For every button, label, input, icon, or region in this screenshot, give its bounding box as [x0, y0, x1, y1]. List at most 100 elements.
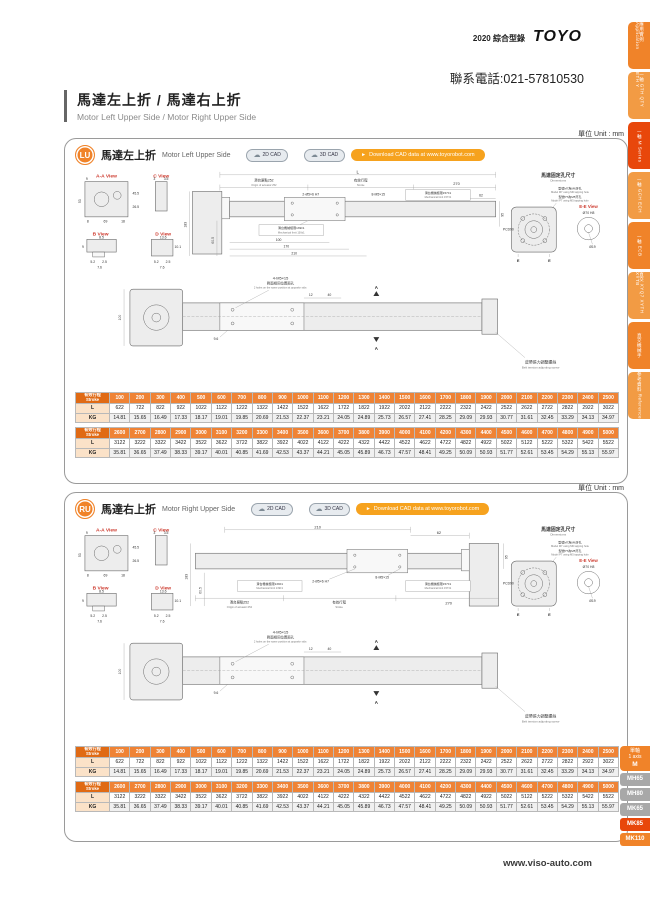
stroke-cell: 900 — [271, 392, 294, 404]
download-cad-button[interactable]: ►Download CAD data at www.toyorobot.com — [355, 503, 490, 515]
side-tab-label: 應用實例 Application — [635, 22, 645, 50]
stroke-cell: 24.89 — [353, 412, 375, 423]
model-item-mk85[interactable]: MK85 — [620, 817, 650, 831]
dim-label: 滑台原點252 — [230, 600, 249, 605]
stroke-cell: 45.89 — [353, 801, 375, 812]
stroke-cell: 50.93 — [475, 447, 497, 458]
stroke-cell: 1800 — [455, 392, 477, 404]
dim-label: Mechanical limit 139±1 — [256, 586, 283, 590]
stroke-cell: 1900 — [475, 746, 497, 758]
model-item-mk110[interactable]: MK110 — [620, 832, 650, 846]
stroke-cell: 500 — [190, 392, 212, 404]
cad-3d-button[interactable]: ☁3D CAD — [308, 502, 350, 516]
stroke-row-label: L — [75, 792, 110, 803]
stroke-cell: 15.65 — [129, 412, 151, 423]
stroke-cell: 400 — [170, 392, 192, 404]
panel-ru-header: RU 馬達右上折 Motor Right Upper Side ☁2D CAD … — [75, 498, 617, 520]
cloud-icon: ☁ — [315, 506, 323, 513]
stroke-cell: 5022 — [495, 792, 518, 803]
stroke-cell: 49.25 — [434, 801, 457, 812]
stroke-cell: 1000 — [292, 746, 314, 758]
side-tab-m-series[interactable]: 一軸 M Series — [628, 122, 650, 169]
dim-label: Mechanical limit 157±1 — [425, 195, 452, 199]
motor-flange — [510, 560, 557, 607]
motor-front — [129, 642, 184, 701]
side-tab-label: 一軸 GTH QTY ETH Y — [635, 72, 645, 108]
stroke-row-label: KG — [75, 766, 110, 777]
dim-label: 18 — [121, 574, 125, 578]
dim-label: Origin of actuator:252 — [227, 605, 253, 609]
panel-motor-left-upper: LU 馬達左上折 Motor Left Upper Side ☁2D CAD ☁… — [64, 138, 628, 484]
stroke-cell: 40.85 — [231, 447, 253, 458]
stroke-cell: 36.65 — [129, 801, 151, 812]
dim-label: E — [517, 258, 520, 263]
side-tab-gth-series[interactable]: 一軸 GTH QTY ETH Y — [628, 72, 650, 119]
brand-row: 2020 綜合型錄 TOYO — [473, 28, 582, 46]
stroke-cell: 46.73 — [373, 801, 396, 812]
stroke-cell: 300 — [149, 392, 172, 404]
ru-technical-drawing: A-A View 53 9 8 69 18 45.5 26.5 C View 3… — [78, 524, 601, 723]
stroke-cell: 4722 — [434, 792, 457, 803]
stroke-cell: 42.53 — [271, 447, 294, 458]
dim-label: Dimensions — [550, 179, 566, 183]
cad-3d-button[interactable]: ☁3D CAD — [303, 148, 346, 162]
cad-2d-button[interactable]: ☁2D CAD — [251, 502, 293, 516]
dim-label: 53 — [78, 553, 82, 557]
stroke-cell: 3600 — [312, 427, 334, 439]
stroke-cell: 2600 — [108, 781, 131, 793]
side-tab-reference[interactable]: 參考資料 Reference — [628, 372, 650, 419]
stroke-cell: 3000 — [190, 427, 212, 439]
side-tab-application[interactable]: 應用實例 Application — [628, 22, 650, 69]
download-cad-button[interactable]: ►Download CAD data at www.toyorobot.com — [351, 149, 485, 161]
stroke-cell: 44.21 — [312, 447, 334, 458]
side-tab-gch-ech[interactable]: 一軸 GCH ECH — [628, 172, 650, 219]
stroke-cell: 4522 — [394, 438, 416, 449]
brand-logo: TOYO — [532, 28, 582, 45]
side-tab-xy-series[interactable]: 直交 XYQ7 XYTH XYTB — [628, 272, 650, 319]
stroke-cell: 35.81 — [108, 447, 131, 458]
dim-label: 270 — [445, 601, 452, 606]
dim-label: 9 — [82, 599, 84, 603]
stroke-cell: 3322 — [149, 438, 172, 449]
dim-label: 4-M5×15 — [273, 275, 289, 280]
stroke-cell: 200 — [129, 746, 151, 758]
stroke-cell: 5322 — [556, 792, 579, 803]
motor-mount-dimensions: 馬達固定孔尺寸 Dimensions 型號M7為M6牙孔 Model M7 us… — [503, 526, 590, 617]
stroke-cell: 4722 — [434, 438, 457, 449]
model-item-mh80[interactable]: MH80 — [620, 787, 650, 801]
stroke-cell: 20.69 — [251, 766, 273, 777]
stroke-cell: 33.29 — [556, 412, 579, 423]
side-tab-cartesian-robot[interactable]: 直交機械手 — [628, 322, 650, 369]
website-url: www.viso-auto.com — [503, 858, 592, 869]
stroke-cell: 37.49 — [149, 801, 172, 812]
dim-label: 3 — [153, 177, 155, 181]
model-item-mk65[interactable]: MK65 — [620, 802, 650, 816]
stroke-cell: 2600 — [108, 427, 131, 439]
model-nav-header: 單軸 1 axis M — [620, 746, 650, 771]
stroke-cell: 5122 — [516, 792, 538, 803]
stroke-cell: 4622 — [414, 792, 436, 803]
stroke-cell: 42.53 — [271, 801, 294, 812]
stroke-cell: 22.37 — [292, 766, 314, 777]
dim-label: 馬達固定孔尺寸 — [541, 526, 575, 533]
stroke-cell: 2222 — [434, 403, 457, 414]
cad-2d-button[interactable]: ☁2D CAD — [246, 148, 288, 162]
stroke-cell: 2100 — [516, 746, 538, 758]
stroke-cell: 1100 — [312, 746, 334, 758]
stroke-cell: 47.57 — [394, 801, 416, 812]
stroke-cell: 1422 — [271, 757, 294, 768]
end-block — [481, 298, 498, 335]
side-tab-ecb[interactable]: 一軸 ECB — [628, 222, 650, 269]
model-item-mh65[interactable]: MH65 — [620, 772, 650, 786]
stroke-cell: 4022 — [292, 792, 314, 803]
stroke-cell: 18.17 — [190, 412, 212, 423]
ee-view: E-E View Ø70 H8 Ø19 — [577, 204, 601, 249]
dim-label: Model M7 using M6 tapping hole — [551, 190, 589, 194]
stroke-cell: 4600 — [516, 427, 538, 439]
stroke-cell: 1900 — [475, 392, 497, 404]
stroke-cell: 41.69 — [251, 801, 273, 812]
panel-motor-right-upper: RU 馬達右上折 Motor Right Upper Side ☁2D CAD … — [64, 492, 628, 842]
dim-label: A — [375, 285, 379, 290]
